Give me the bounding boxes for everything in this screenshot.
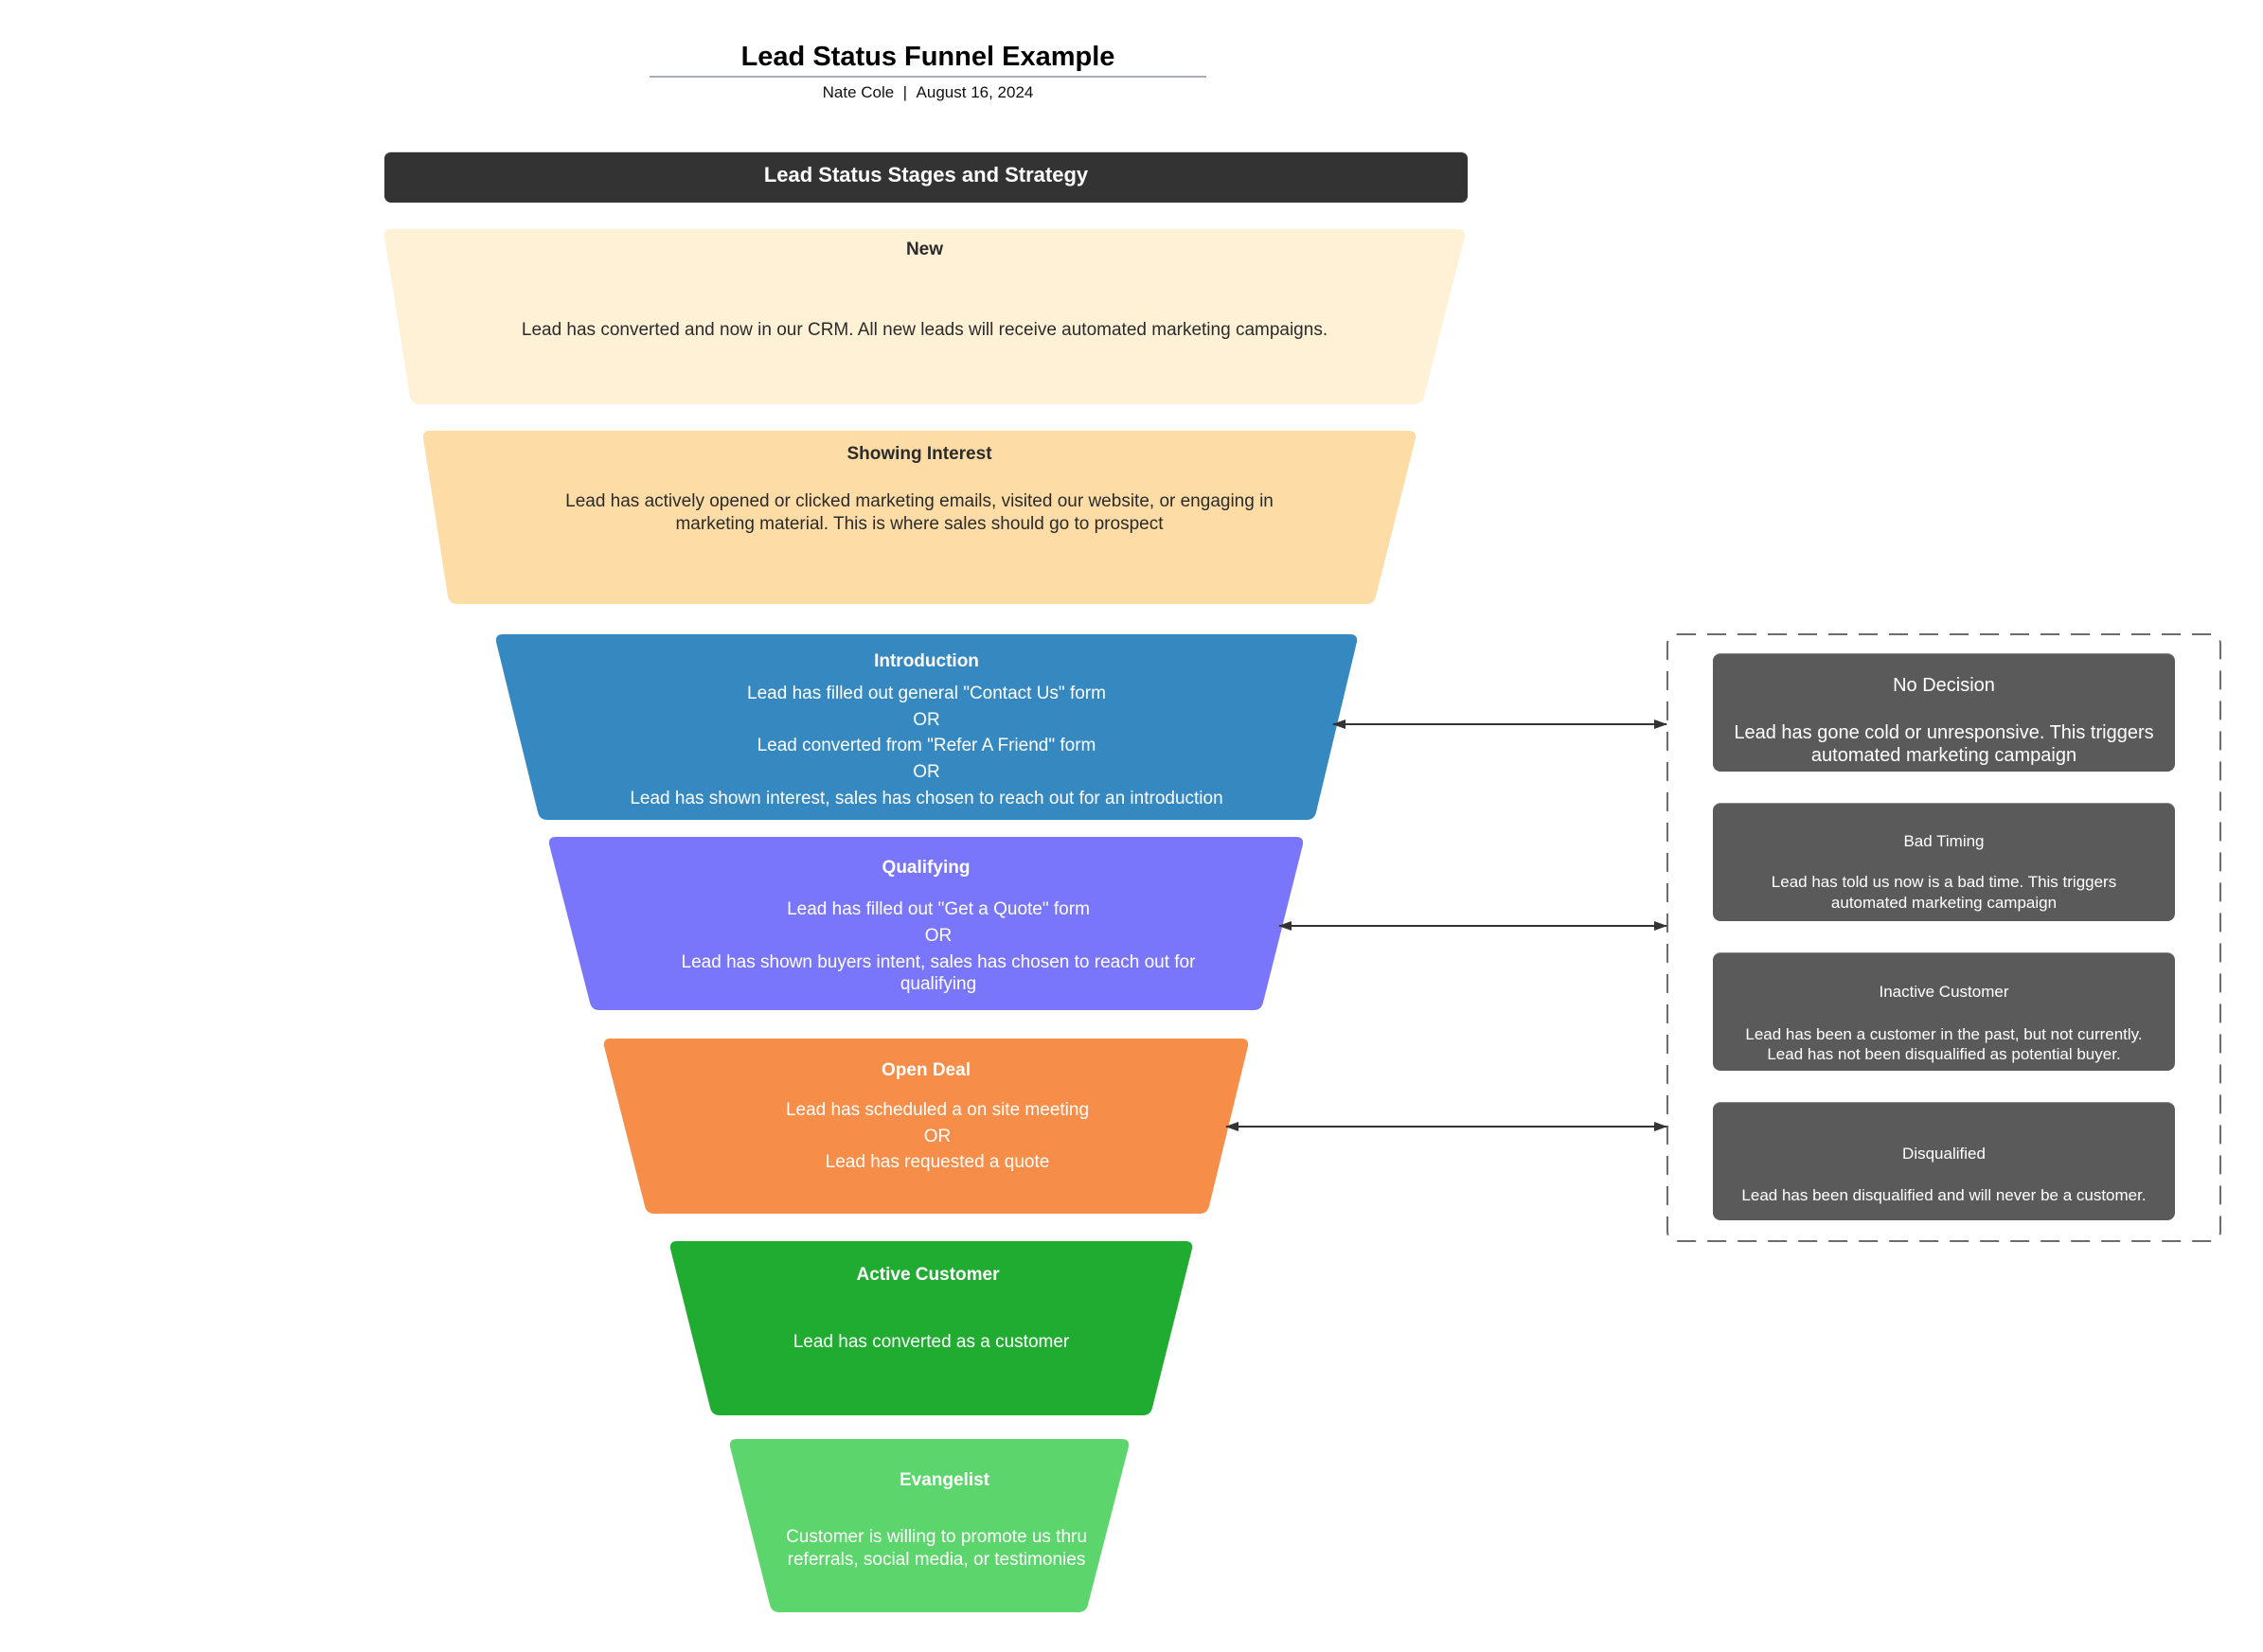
stage-description-line: marketing material. This is where sales …: [675, 514, 1164, 534]
stage-title: Open Deal: [882, 1060, 971, 1080]
funnel-segment-showing-interest[interactable]: [422, 431, 1417, 604]
stage-description-line: OR: [924, 926, 953, 946]
funnel-segment-open-deal[interactable]: [603, 1039, 1249, 1214]
exit-card-inactive-customer[interactable]: [1713, 952, 2175, 1071]
stage-description-line: Lead has scheduled a on site meeting: [785, 1100, 1090, 1120]
stage-description-line: Lead has shown interest, sales has chose…: [630, 789, 1223, 808]
exit-card-title: Inactive Customer: [1879, 983, 2009, 1001]
stage-description-line: Lead has actively opened or clicked mark…: [565, 491, 1274, 511]
stage-description-line: Customer is willing to promote us thru: [786, 1527, 1087, 1547]
stage-description-line: referrals, social media, or testimonies: [787, 1550, 1086, 1570]
exit-card-title: Disqualified: [1902, 1145, 1986, 1163]
stage-description-line: Lead converted from "Refer A Friend" for…: [757, 736, 1096, 755]
exit-card-description-line: Lead has told us now is a bad time. This…: [1771, 873, 2117, 891]
exit-card-description-line: automated marketing campaign: [1830, 894, 2058, 912]
stage-title: Showing Interest: [846, 444, 992, 464]
exit-card-disqualified[interactable]: [1713, 1102, 2175, 1220]
funnel-segment-evangelist[interactable]: [729, 1439, 1130, 1612]
funnel-segment-active-customer[interactable]: [669, 1241, 1193, 1415]
stage-description-line: Lead has filled out general "Contact Us"…: [747, 684, 1106, 703]
stage-description-line: qualifying: [900, 974, 977, 994]
funnel-segment-qualifying[interactable]: [548, 837, 1304, 1010]
stage-title: Evangelist: [899, 1470, 990, 1490]
stage-title: New: [905, 240, 944, 259]
stage-description-line: OR: [913, 710, 940, 730]
stage-description-line: Lead has shown buyers intent, sales has …: [681, 952, 1196, 972]
section-header-bar: [384, 151, 1468, 203]
stage-description-line: OR: [923, 1127, 952, 1146]
exit-card-no-decision[interactable]: [1713, 653, 2175, 772]
funnel-segment-introduction[interactable]: [495, 634, 1358, 820]
funnel-segment-new[interactable]: [383, 229, 1466, 404]
document-title: Lead Status Funnel Example: [740, 42, 1115, 72]
funnel: [383, 229, 1466, 1612]
stage-description-line: Lead has converted as a customer: [793, 1332, 1070, 1352]
stage-description-line: Lead has converted and now in our CRM. A…: [521, 320, 1328, 340]
exit-card-description-line: automated marketing campaign: [1810, 745, 2077, 766]
stage-description-line: Lead has requested a quote: [825, 1152, 1050, 1172]
document-date: August 16, 2024: [916, 83, 1034, 101]
exit-card-description-line: Lead has gone cold or unresponsive. This…: [1734, 722, 2154, 743]
stage-description-line: Lead has filled out "Get a Quote" form: [787, 899, 1090, 919]
byline-separator: |: [902, 83, 908, 101]
author-name: Nate Cole: [822, 83, 895, 101]
stage-title: Qualifying: [882, 858, 971, 878]
section-header-title: Lead Status Stages and Strategy: [763, 163, 1089, 187]
exit-card-description-line: Lead has been disqualified and will neve…: [1741, 1186, 2147, 1204]
exit-card-description-line: Lead has not been disqualified as potent…: [1767, 1045, 2121, 1063]
stage-title: Introduction: [874, 651, 979, 671]
exit-card-title: No Decision: [1893, 675, 1995, 696]
title-divider: [650, 76, 1206, 78]
exit-card-description-line: Lead has been a customer in the past, bu…: [1745, 1025, 2143, 1043]
exit-card-bad-timing[interactable]: [1713, 803, 2175, 921]
stage-description-line: OR: [913, 762, 940, 782]
exit-card-title: Bad Timing: [1903, 832, 1985, 850]
byline: Nate Cole | August 16, 2024: [0, 83, 1856, 102]
stage-title: Active Customer: [856, 1265, 1000, 1285]
